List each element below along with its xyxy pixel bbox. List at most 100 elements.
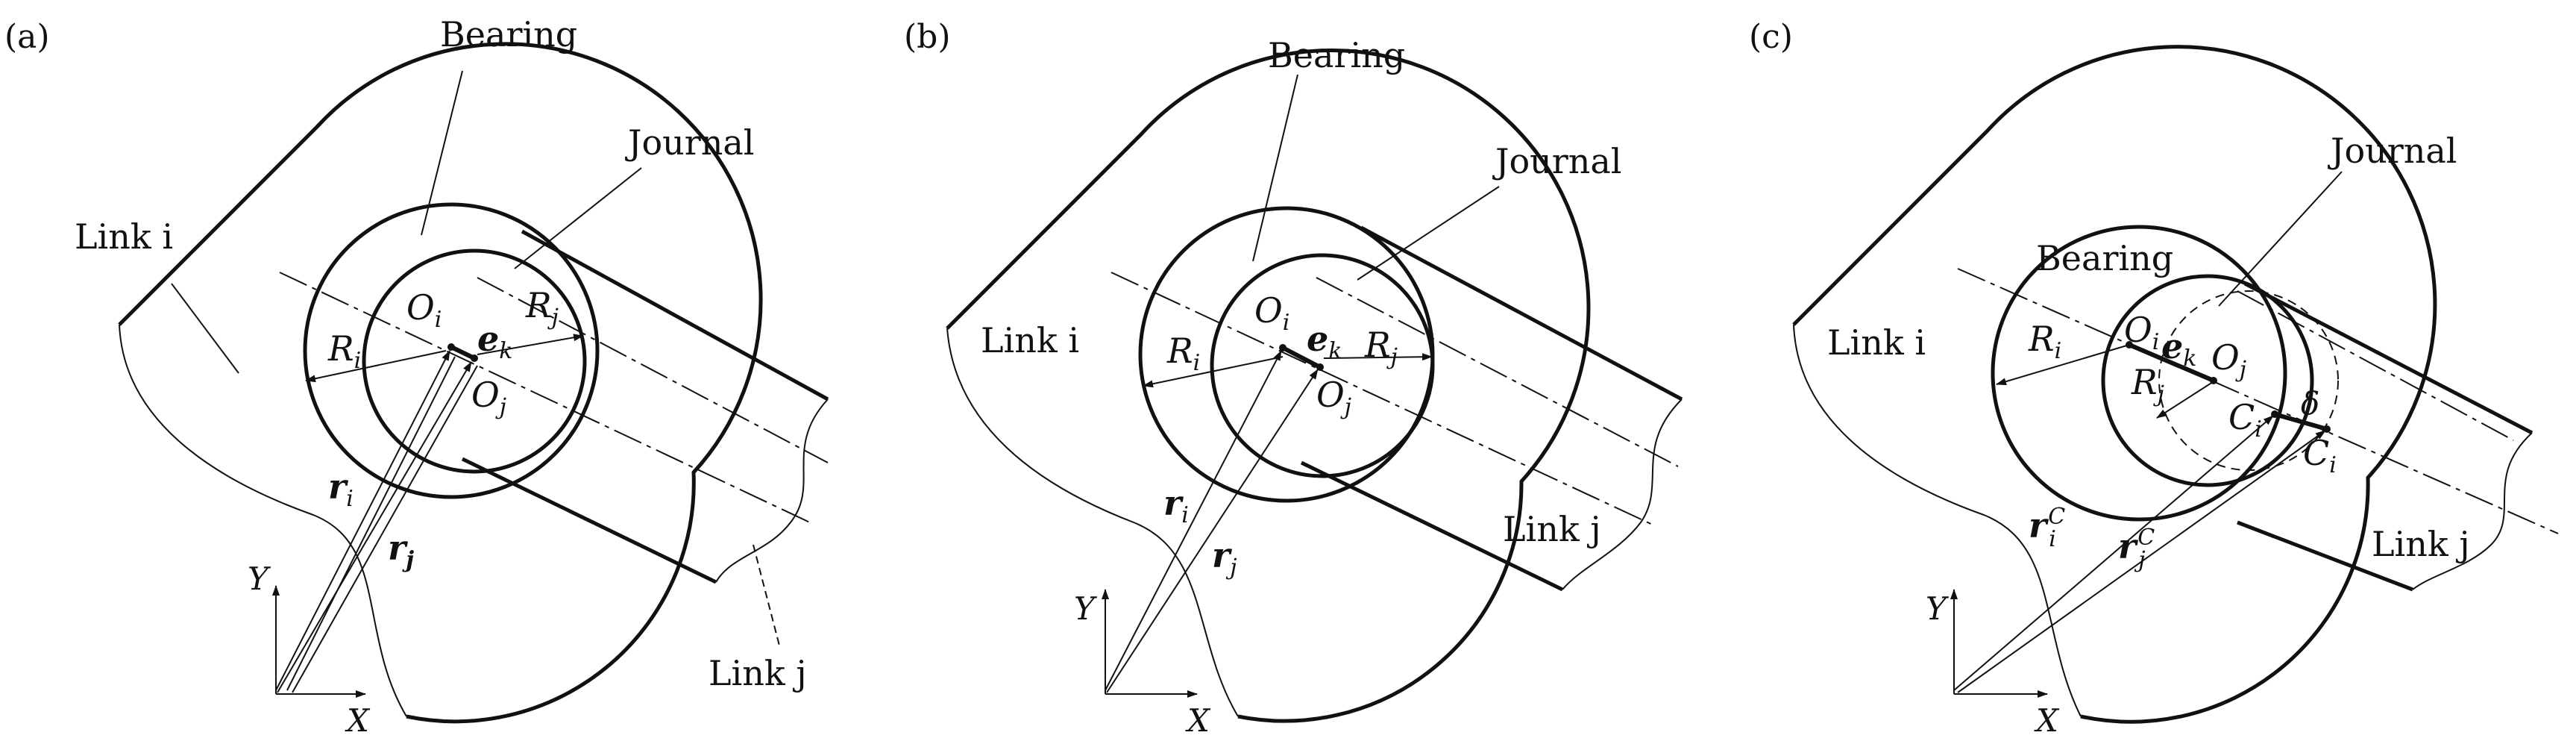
y-axis-label: Y: [248, 560, 271, 597]
link-i-outline: [1792, 44, 2437, 724]
label-Rj: Rj: [525, 285, 559, 331]
bearing-label: Bearing: [2036, 238, 2173, 278]
bearing-circle: [1991, 225, 2287, 522]
label-ek: ek: [477, 319, 512, 364]
radius-Rj: [2156, 380, 2216, 419]
link-i-label: Link i: [981, 320, 1079, 360]
journal-leader: [1357, 186, 1500, 281]
radius-Ri: [1143, 356, 1284, 388]
link-i-outline: [118, 42, 763, 724]
journal-center-line: [1316, 277, 1679, 467]
label-ri: ri: [1163, 483, 1189, 528]
bearing-leader: [421, 70, 463, 236]
panel-c: (c) Bearing Journal Link i Link j Ri Rj …: [1749, 18, 2559, 739]
link-i-break: [946, 328, 1239, 717]
link-i-label: Link i: [1827, 322, 1926, 363]
vector-rj: [1106, 369, 1319, 693]
radius-Rj: [477, 334, 584, 355]
label-Ri: Ri: [2028, 319, 2061, 364]
panel-b-tag: (b): [904, 18, 951, 56]
eccentricity-vector: [1281, 346, 1322, 369]
eccentricity-vector: [2128, 343, 2215, 383]
center-Oi: [1279, 344, 1287, 351]
bearing-circle: [303, 202, 600, 499]
x-axis-label: X: [345, 702, 371, 739]
journal-circle: [362, 249, 587, 474]
label-Oi: Oi: [406, 287, 442, 333]
panel-c-tag: (c): [1749, 18, 1793, 56]
label-Oi: Oi: [2124, 310, 2159, 355]
link-j-bottom-edge: [461, 457, 717, 584]
journal-center-line: [477, 277, 829, 463]
link-j-bottom-edge: [1300, 460, 1564, 592]
link-j-label: Link j: [2372, 524, 2470, 564]
vector-rj-2: [292, 365, 478, 693]
label-ek: ek: [2161, 326, 2196, 372]
label-Oj: Oj: [471, 375, 506, 420]
bearing-label: Bearing: [440, 14, 577, 54]
x-axis-label: X: [1185, 702, 1211, 739]
link-j-top-edge: [1360, 225, 1683, 401]
label-Ri: Ri: [1166, 331, 1200, 376]
link-j-leader: [753, 544, 780, 646]
link-i-break: [1793, 324, 2082, 717]
label-Rj: Rj: [2131, 362, 2164, 407]
eccentricity-vector: [450, 345, 476, 360]
link-j-break: [1562, 399, 1683, 590]
label-delta: δ: [2301, 385, 2319, 422]
vector-ri: [1105, 350, 1282, 691]
radius-Ri: [1996, 344, 2130, 386]
x-axis-label: X: [2034, 702, 2060, 739]
radius-Ri: [305, 350, 447, 383]
link-i-break: [119, 324, 407, 717]
label-ri: ri: [328, 466, 354, 512]
bearing-center-line: [1957, 268, 2559, 534]
link-i-label: Link i: [75, 216, 173, 257]
journal-label: Journal: [1492, 141, 1622, 181]
y-axis-label: Y: [1074, 590, 1098, 627]
journal-circle: [1210, 253, 1435, 478]
link-j-label: Link j: [709, 653, 807, 693]
bearing-leader: [1252, 74, 1298, 262]
link-i-leader: [171, 283, 239, 374]
vector-ri: [275, 350, 450, 691]
bearing-center-line: [1110, 272, 1656, 527]
vector-rjC: [1957, 430, 2326, 693]
panel-a-tag: (a): [4, 18, 50, 56]
link-i-outline: [946, 48, 1591, 723]
label-Oj: Oj: [2211, 337, 2246, 383]
link-j-break: [2412, 432, 2533, 590]
link-j-top-edge: [2243, 281, 2533, 435]
journal-label: Journal: [625, 122, 755, 163]
vector-rj: [277, 361, 472, 693]
panel-a: (a) Bearing: [4, 14, 829, 739]
link-j-bottom-edge: [2237, 520, 2413, 592]
journal-leader: [2218, 171, 2343, 307]
center-Oj: [2210, 377, 2217, 384]
center-Oi: [447, 343, 455, 351]
journal-circle: [2101, 274, 2314, 487]
journal-label: Journal: [2328, 131, 2457, 171]
label-Oj: Oj: [1316, 375, 1351, 420]
label-Cj: Ci: [2303, 433, 2337, 478]
center-Oj: [471, 354, 478, 362]
label-rj: rj: [1212, 535, 1237, 581]
link-j-label: Link j: [1503, 509, 1601, 549]
link-j-top-edge: [521, 229, 829, 401]
journal-center-line: [2237, 290, 2514, 441]
bearing-center-line: [279, 272, 814, 525]
y-axis-label: Y: [1926, 590, 1950, 627]
label-Oi: Oi: [1254, 290, 1289, 336]
penetration-depth: [2274, 412, 2328, 431]
vector-ri-2: [286, 356, 456, 691]
link-j-break: [715, 399, 829, 583]
journal-contact-circle: [2158, 290, 2339, 471]
label-Ci: Ci: [2228, 397, 2262, 443]
center-Oi: [2126, 341, 2133, 349]
vector-riC: [1953, 415, 2274, 691]
radius-Rj: [1323, 353, 1433, 361]
label-rj: rj: [388, 528, 414, 573]
